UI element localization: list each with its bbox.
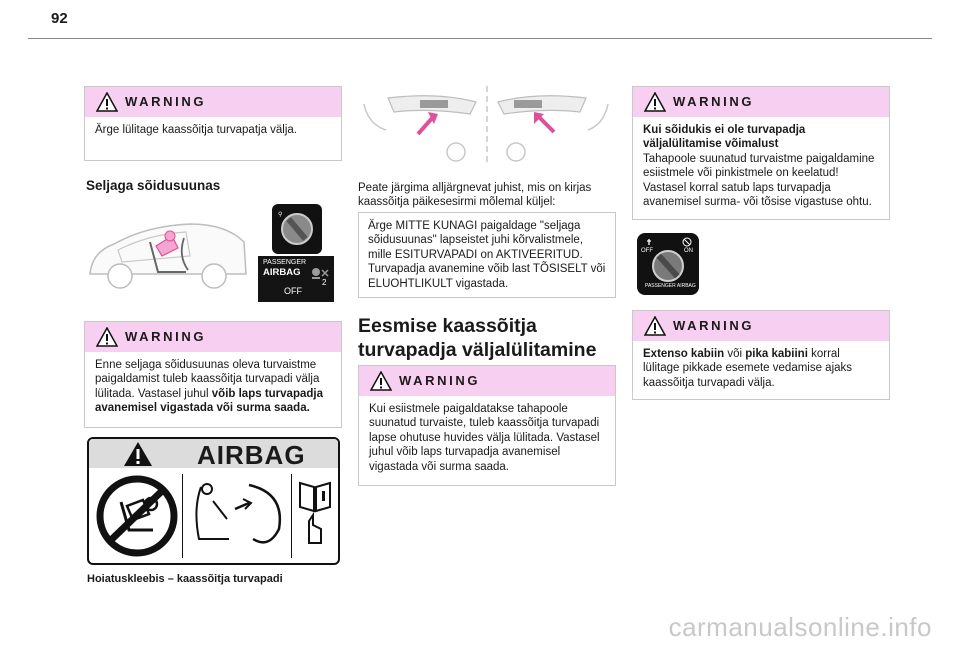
warning-triangle-icon (96, 327, 118, 347)
warning-text-bold: Kui sõidukis ei ole turvapadja väljalüli… (643, 124, 806, 151)
warning-triangle-icon (96, 92, 118, 112)
warning-box-turn-off: WARNING Ärge lülitage kaassõitja turvapa… (84, 86, 342, 161)
warning-text-plain: Enne seljaga sõidusuunas oleva turvaistm… (95, 359, 320, 400)
warning-text-bold: võib laps turvapadja avanemisel vigastad… (95, 387, 323, 415)
warning-title: WARNING (125, 94, 207, 109)
sticker-divider (291, 474, 292, 558)
warning-title: WARNING (399, 373, 481, 388)
warning-text-bold: pika kabiini (745, 348, 808, 360)
visor-intro-text: Peate järgima alljärgnevat juhist, mis o… (358, 182, 592, 209)
watermark: carmanualsonline.info (668, 612, 932, 642)
warning-box-no-switch: WARNING Kui sõidukis ei ole turvapadja v… (632, 86, 890, 220)
warning-triangle-icon (644, 92, 666, 112)
warning-text: Enne seljaga sõidusuunas oleva turvaistm… (85, 352, 341, 424)
warning-text: Kui esiistmele paigaldatakse tahapoole s… (369, 403, 600, 473)
airbag-switch-panel: OFF ON PASSENGER AIRBAG (637, 233, 699, 295)
svg-text:⚲: ⚲ (278, 211, 282, 218)
warning-title: WARNING (673, 94, 755, 109)
warning-text-plain: või (724, 348, 746, 360)
airbag-key-switch-icon (647, 237, 692, 282)
warning-title: WARNING (673, 318, 755, 333)
visor-notice-box: Ärge MITTE KUNAGI paigaldage "seljaga sõ… (358, 212, 616, 298)
switch-on-label: ON (684, 248, 693, 254)
warning-box-long-cabin: WARNING Extenso kabiin või pika kabiini … (632, 310, 890, 400)
warning-box-deactivate: WARNING Kui esiistmele paigaldatakse tah… (358, 365, 616, 486)
warning-triangle-icon (644, 316, 666, 336)
warning-header: WARNING (633, 311, 889, 341)
airbag-deploy-seat-icon (195, 483, 282, 544)
header-rule (28, 38, 932, 39)
warning-header: WARNING (85, 322, 341, 352)
warning-triangle-icon (370, 371, 392, 391)
no-rear-facing-child-seat-icon (96, 475, 178, 557)
warning-header: WARNING (85, 87, 341, 117)
warning-text: Kui sõidukis ei ole turvapadja väljalüli… (633, 117, 889, 217)
passenger-airbag-status-icon (312, 268, 329, 279)
rear-facing-seat-car-illustration (89, 223, 247, 289)
read-manual-icon (299, 481, 331, 544)
sticker-warning-triangle-icon (124, 442, 152, 466)
warning-text-plain: korral lülitage pikkade esemete vedamise… (643, 348, 853, 389)
page-number: 92 (51, 10, 68, 27)
indicator-icon-number: 2 (322, 278, 327, 287)
warning-text: Extenso kabiin või pika kabiini korral l… (633, 341, 889, 398)
sticker-caption: Hoiatuskleebis – kaassõitja turvapadi (87, 573, 283, 585)
warning-text-plain: Tahapoole suunatud turvaistme paigaldami… (643, 152, 875, 209)
warning-box-rear-facing: WARNING Enne seljaga sõidusuunas oleva t… (84, 321, 342, 428)
airbag-warning-sticker: AIRBAG (87, 437, 340, 565)
section-title-rear-facing: Seljaga sõidusuunas (86, 178, 221, 193)
switch-ring-label: PASSENGER AIRBAG (645, 283, 696, 289)
indicator-line2: AIRBAG (263, 267, 301, 278)
airbag-off-indicator-panel: PASSENGER AIRBAG OFF 2 (258, 256, 334, 302)
sticker-title: AIRBAG (197, 440, 306, 470)
warning-text: Ärge lülitage kaassõitja turvapatja välj… (95, 124, 298, 136)
airbag-key-switch-icon: ⚲ (272, 204, 322, 254)
section-heading-deactivation: Eesmise kaassõitja turvapadja väljalülit… (358, 315, 597, 361)
sticker-divider (182, 474, 183, 558)
warning-header: WARNING (633, 87, 889, 117)
indicator-status: OFF (284, 286, 302, 296)
warning-title: WARNING (125, 329, 207, 344)
warning-header: WARNING (359, 366, 615, 396)
warning-text-bold: Extenso kabiin (643, 348, 725, 360)
indicator-line1: PASSENGER (263, 259, 307, 266)
sun-visor-illustration (363, 86, 609, 162)
switch-off-label: OFF (641, 248, 653, 254)
sticker-header: AIRBAG (89, 439, 338, 470)
